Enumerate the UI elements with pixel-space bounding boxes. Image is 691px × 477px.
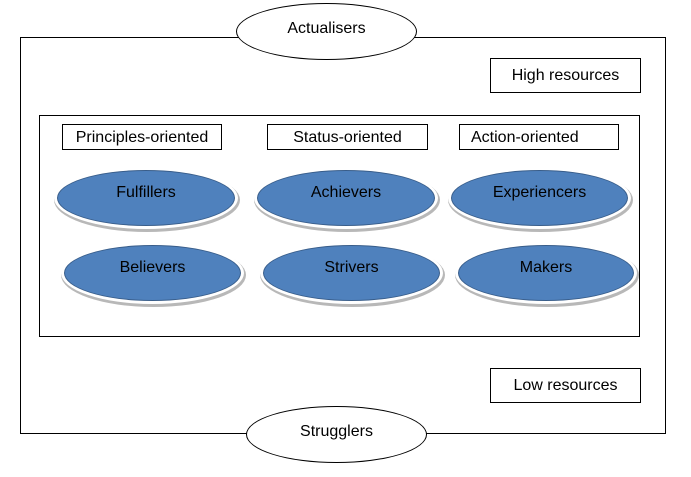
strugglers-ellipse: Strugglers: [246, 406, 427, 463]
segment-label: Achievers: [310, 184, 382, 201]
segment-label: Fulfillers: [116, 184, 176, 201]
high-resources-label: High resources: [490, 58, 641, 93]
segment-fulfillers: Fulfillers: [57, 170, 235, 226]
principles-oriented-label: Principles-oriented: [62, 124, 222, 150]
segment-label: Makers: [519, 259, 573, 276]
segment-achievers: Achievers: [257, 170, 435, 226]
segment-makers: Makers: [458, 245, 634, 301]
segment-label: Experiencers: [492, 184, 587, 201]
segment-label: Believers: [119, 259, 186, 276]
segment-label: Strivers: [324, 259, 379, 276]
low-resources-label: Low resources: [490, 368, 641, 403]
actualisers-ellipse: Actualisers: [236, 3, 417, 60]
segment-strivers: Strivers: [263, 245, 440, 301]
segment-believers: Believers: [64, 245, 241, 301]
inner-frame: [39, 115, 640, 337]
segment-experiencers: Experiencers: [451, 170, 628, 226]
status-oriented-label: Status-oriented: [267, 124, 428, 150]
action-oriented-label: Action-oriented: [459, 124, 619, 150]
